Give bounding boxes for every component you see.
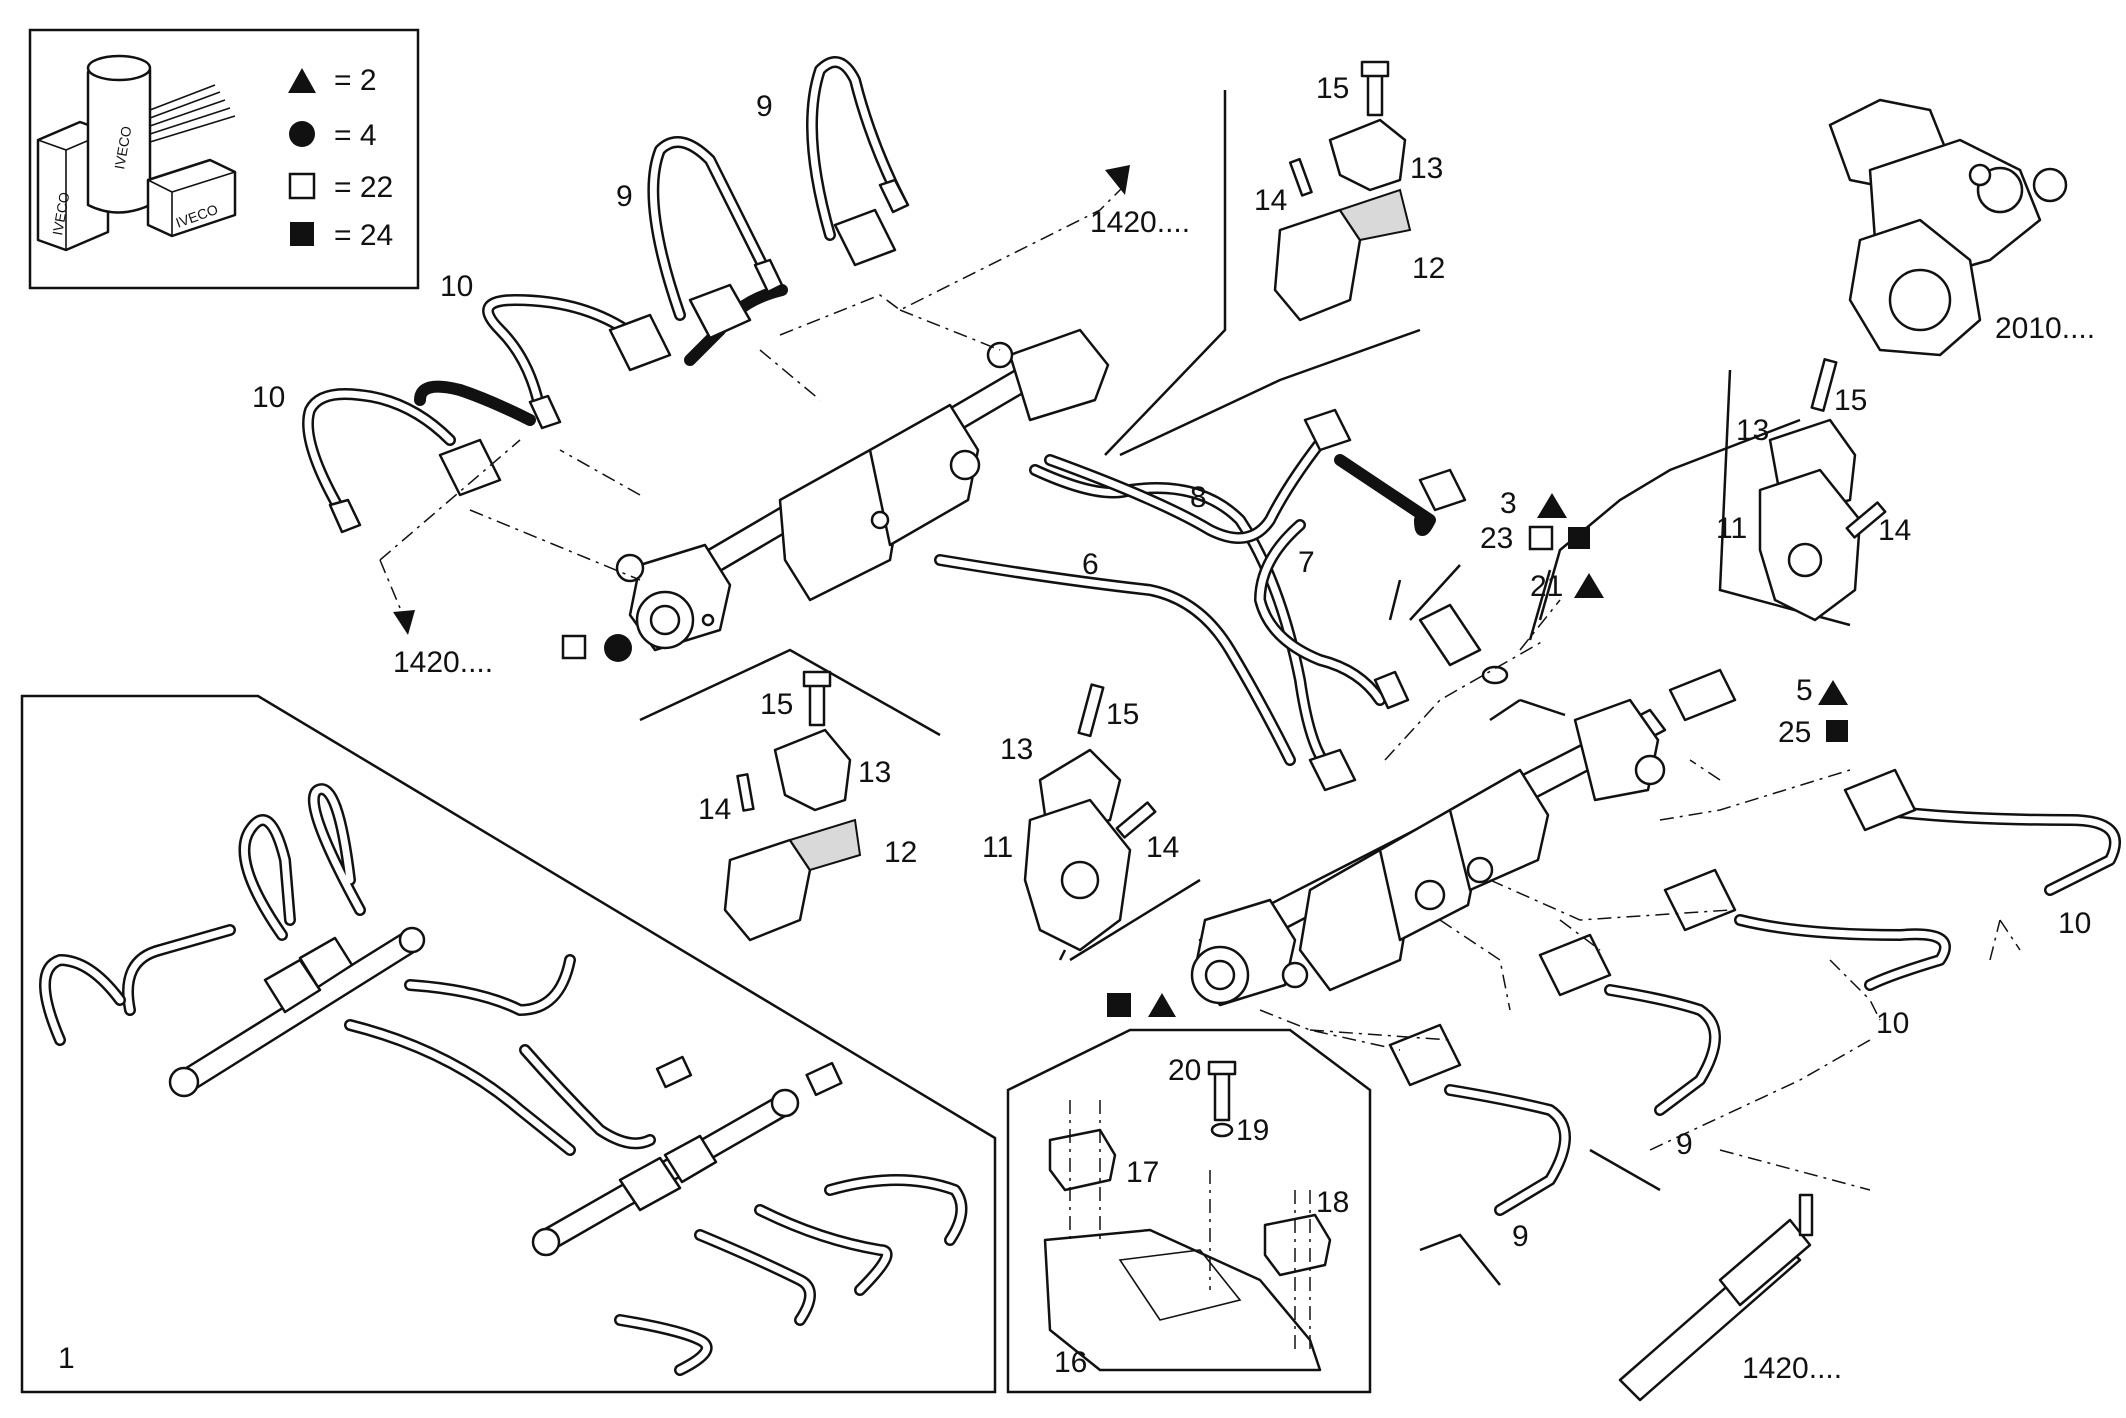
callout-14-b: 14 bbox=[1878, 514, 1911, 547]
callout-15-c: 15 bbox=[760, 688, 793, 721]
callout-15-b: 15 bbox=[1834, 384, 1867, 417]
legend-open-square-value: = 22 bbox=[334, 171, 393, 204]
upper-fuel-rail-group bbox=[302, 56, 1467, 792]
logo-text-2: IVECO bbox=[111, 125, 134, 171]
callout-13-b: 13 bbox=[1736, 414, 1769, 447]
callout-14-c: 14 bbox=[698, 793, 731, 826]
callout-11-a: 11 bbox=[1716, 512, 1747, 545]
circle-symbol-icon bbox=[289, 121, 315, 147]
callout-16: 16 bbox=[1054, 1346, 1087, 1379]
arrow-ref-top-icon bbox=[1105, 165, 1130, 195]
callout-5: 5 bbox=[1796, 674, 1813, 707]
callout-13-d: 13 bbox=[1000, 733, 1033, 766]
callout-10-c: 10 bbox=[2058, 907, 2091, 940]
callout-15-a: 15 bbox=[1316, 72, 1349, 105]
mounting-bracket-box bbox=[1006, 1028, 1372, 1394]
triangle-marker-5-icon bbox=[1818, 680, 1848, 705]
lower-fuel-rail-group bbox=[1190, 418, 2121, 1402]
triangle-marker-3-icon bbox=[1537, 493, 1567, 518]
callout-8: 8 bbox=[1190, 481, 1207, 514]
triangle-marker-bottom-icon bbox=[1148, 993, 1176, 1017]
open-square-symbol-icon bbox=[288, 172, 316, 200]
callout-9-c: 9 bbox=[1676, 1128, 1693, 1161]
legend-circle-value: = 4 bbox=[334, 119, 377, 152]
callout-3: 3 bbox=[1500, 487, 1517, 520]
callout-14-a: 14 bbox=[1254, 184, 1287, 217]
ref-top-middle: 1420.... bbox=[1090, 206, 1190, 239]
callout-19: 19 bbox=[1236, 1114, 1269, 1147]
bracket-group-middle bbox=[1023, 683, 1201, 962]
open-square-marker-left-icon bbox=[561, 634, 587, 660]
callout-21: 21 bbox=[1530, 570, 1563, 603]
legend-filled-square-value: = 24 bbox=[334, 219, 393, 252]
callout-14-d: 14 bbox=[1146, 831, 1179, 864]
callout-12-a: 12 bbox=[1412, 252, 1445, 285]
callout-25: 25 bbox=[1778, 716, 1811, 749]
callout-7: 7 bbox=[1298, 546, 1315, 579]
bracket-group-right bbox=[1718, 358, 1887, 627]
callout-13-c: 13 bbox=[858, 756, 891, 789]
iveco-logo-illustration: IVECO IVECO IVECO bbox=[36, 54, 237, 252]
callout-9-d: 9 bbox=[1512, 1220, 1529, 1253]
callout-11-b: 11 bbox=[982, 831, 1013, 864]
clamp-group-middle bbox=[639, 648, 941, 942]
callout-10-d: 10 bbox=[1876, 1007, 1909, 1040]
legend-box: IVECO IVECO IVECO = 2 = 4 = 22 = 24 bbox=[28, 28, 420, 290]
ref-bottom-right: 1420.... bbox=[1742, 1352, 1842, 1385]
filled-square-marker-bottom-icon bbox=[1107, 993, 1131, 1017]
callout-18: 18 bbox=[1316, 1186, 1349, 1219]
arrow-ref-left-icon bbox=[393, 610, 415, 635]
callout-23: 23 bbox=[1480, 522, 1513, 555]
ref-top-right: 2010.... bbox=[1995, 312, 2095, 345]
ref-left-middle: 1420.... bbox=[393, 646, 493, 679]
filled-square-marker-23-icon bbox=[1568, 527, 1590, 549]
callout-17: 17 bbox=[1126, 1156, 1159, 1189]
filled-square-symbol-icon bbox=[290, 222, 314, 246]
callout-6: 6 bbox=[1082, 548, 1099, 581]
open-square-marker-23-icon bbox=[1528, 525, 1554, 551]
callout-9-a: 9 bbox=[756, 90, 773, 123]
triangle-symbol-icon bbox=[288, 68, 316, 93]
logo-text-1: IVECO bbox=[49, 191, 72, 237]
callout-20: 20 bbox=[1168, 1054, 1201, 1087]
callout-1: 1 bbox=[58, 1342, 75, 1375]
callout-15-d: 15 bbox=[1106, 698, 1139, 731]
legend-triangle-value: = 2 bbox=[334, 64, 377, 97]
callout-9-b: 9 bbox=[616, 180, 633, 213]
high-pressure-pump bbox=[1828, 98, 2068, 357]
callout-13-a: 13 bbox=[1410, 152, 1443, 185]
triangle-marker-21-icon bbox=[1574, 573, 1604, 598]
callout-12-b: 12 bbox=[884, 836, 917, 869]
callout-10-b: 10 bbox=[252, 381, 285, 414]
kit-overview-inset: 1 bbox=[20, 694, 997, 1394]
callout-10-a: 10 bbox=[440, 270, 473, 303]
circle-marker-left-icon bbox=[604, 634, 632, 662]
clamp-group-top bbox=[1104, 60, 1421, 457]
filled-square-marker-25-icon bbox=[1826, 720, 1848, 742]
